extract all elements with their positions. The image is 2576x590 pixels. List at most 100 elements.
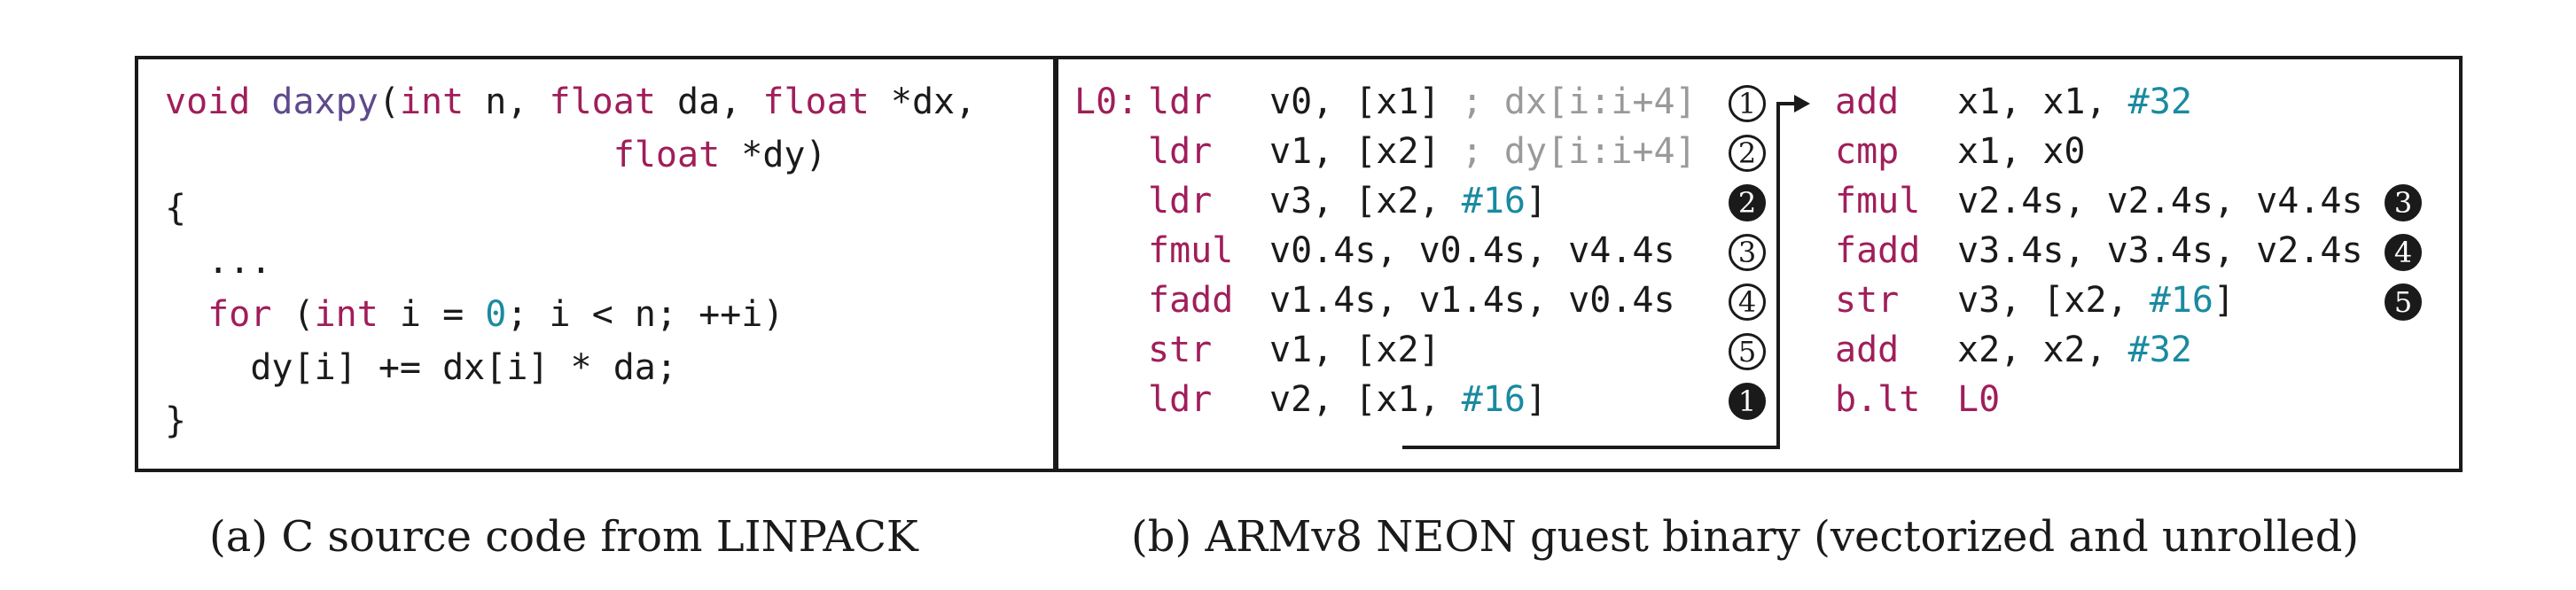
code-text: ] <box>1526 181 1548 221</box>
asm-comment: ; dx[i:i+4] <box>1440 82 1697 122</box>
code-text: *dx, <box>869 82 977 122</box>
asm-operands: v1.4s, v1.4s, v0.4s <box>1269 280 1675 321</box>
code-text <box>250 82 271 122</box>
code-text: dy[i] += dx[i] * da; <box>165 347 677 388</box>
code-text: ... <box>165 241 272 282</box>
asm-opcode: b.lt <box>1835 379 1921 420</box>
asm-label: L0: <box>1074 82 1139 122</box>
asm-opcode: str <box>1835 280 1900 321</box>
c-code-line: dy[i] += dx[i] * da; <box>165 347 677 388</box>
asm-operands: v0.4s, v0.4s, v4.4s <box>1269 230 1675 271</box>
asm-operands: x1, x0 <box>1957 131 2086 172</box>
asm-opcode: fmul <box>1835 181 1921 221</box>
code-text <box>165 294 207 335</box>
asm-operands: v0, [x1] ; dx[i:i+4] <box>1269 82 1697 122</box>
step-number-badge: 5 <box>2385 283 2422 321</box>
c-code-line: ... <box>165 241 271 282</box>
step-number-badge: 2 <box>1729 184 1766 221</box>
code-text: x1, x0 <box>1957 131 2086 172</box>
keyword: L0 <box>1957 379 2001 420</box>
asm-comment: ; dy[i:i+4] <box>1440 131 1697 172</box>
step-number-badge: 5 <box>1729 333 1766 370</box>
keyword: float <box>613 135 721 175</box>
number-literal: #32 <box>2127 330 2192 370</box>
code-text: v0, [x1] <box>1269 82 1440 122</box>
asm-operands: v3.4s, v3.4s, v2.4s <box>1957 230 2363 271</box>
step-number-badge: 4 <box>2385 234 2422 271</box>
code-text: *dy) <box>720 135 827 175</box>
keyword: float <box>549 82 656 122</box>
c-code-line: for (int i = 0; i < n; ++i) <box>165 294 784 335</box>
c-code-line: float *dy) <box>165 135 827 175</box>
code-text: v1, [x2] <box>1269 330 1440 370</box>
code-text: ( <box>271 294 315 335</box>
asm-opcode: ldr <box>1148 181 1213 221</box>
asm-opcode: str <box>1148 330 1213 370</box>
flow-arrowhead <box>1794 95 1810 113</box>
code-text: x2, x2, <box>1957 330 2128 370</box>
asm-operands: v2.4s, v2.4s, v4.4s <box>1957 181 2363 221</box>
keyword: int <box>399 82 464 122</box>
code-text: v3, [x2, <box>1269 181 1462 221</box>
code-text: n, <box>464 82 550 122</box>
keyword: for <box>207 294 272 335</box>
number-literal: #16 <box>1461 181 1526 221</box>
code-text: v3, [x2, <box>1957 280 2150 321</box>
code-text: ; i < n; ++i) <box>506 294 785 335</box>
code-text: v3.4s, v3.4s, v2.4s <box>1957 230 2363 271</box>
asm-opcode: add <box>1835 82 1900 122</box>
asm-operands: v2, [x1, #16] <box>1269 379 1547 420</box>
caption-b: (b) ARMv8 NEON guest binary (vectorized … <box>1131 512 2360 562</box>
number-literal: #32 <box>2127 82 2192 122</box>
step-number-badge: 1 <box>1729 85 1766 122</box>
c-code-line: { <box>165 188 186 229</box>
step-number-badge: 3 <box>1729 234 1766 271</box>
asm-opcode: ldr <box>1148 379 1213 420</box>
asm-operands: L0 <box>1957 379 2000 420</box>
keyword: float <box>762 82 870 122</box>
code-text: v2.4s, v2.4s, v4.4s <box>1957 181 2363 221</box>
c-code-line: void daxpy(int n, float da, float *dx, <box>165 82 976 122</box>
code-text: v2, [x1, <box>1269 379 1462 420</box>
function-name: daxpy <box>271 82 379 122</box>
number-literal: #16 <box>1461 379 1526 420</box>
code-text: v1.4s, v1.4s, v0.4s <box>1269 280 1675 321</box>
c-source-panel <box>135 56 1057 472</box>
code-text <box>165 135 613 175</box>
asm-operands: v3, [x2, #16] <box>1957 280 2235 321</box>
step-number-badge: 1 <box>1729 383 1766 420</box>
asm-operands: v1, [x2] ; dy[i:i+4] <box>1269 131 1697 172</box>
c-code-line: } <box>165 400 186 441</box>
asm-operands: x2, x2, #32 <box>1957 330 2192 370</box>
asm-opcode: ldr <box>1148 82 1213 122</box>
number-literal: #16 <box>2149 280 2213 321</box>
asm-operands: x1, x1, #32 <box>1957 82 2192 122</box>
asm-operands: v3, [x2, #16] <box>1269 181 1547 221</box>
step-number-badge: 2 <box>1729 135 1766 172</box>
code-text: } <box>165 400 187 441</box>
code-text: ] <box>1526 379 1548 420</box>
code-text: x1, x1, <box>1957 82 2128 122</box>
code-text: ( <box>378 82 400 122</box>
code-text: v0.4s, v0.4s, v4.4s <box>1269 230 1675 271</box>
code-text: i = <box>378 294 486 335</box>
number-literal: 0 <box>485 294 507 335</box>
asm-opcode: ldr <box>1148 131 1213 172</box>
step-number-badge: 3 <box>2385 184 2422 221</box>
caption-a: (a) C source code from LINPACK <box>209 512 918 562</box>
code-text: v1, [x2] <box>1269 131 1440 172</box>
code-text: da, <box>655 82 763 122</box>
asm-operands: v1, [x2] <box>1269 330 1440 370</box>
asm-opcode: fadd <box>1835 230 1921 271</box>
code-text: ] <box>2213 280 2236 321</box>
flow-arrow-line <box>1402 102 1798 449</box>
asm-opcode: cmp <box>1835 131 1900 172</box>
asm-opcode: fadd <box>1148 280 1234 321</box>
asm-opcode: fmul <box>1148 230 1234 271</box>
code-text: { <box>165 188 187 229</box>
step-number-badge: 4 <box>1729 283 1766 321</box>
keyword: int <box>314 294 379 335</box>
keyword: void <box>165 82 251 122</box>
asm-opcode: add <box>1835 330 1900 370</box>
